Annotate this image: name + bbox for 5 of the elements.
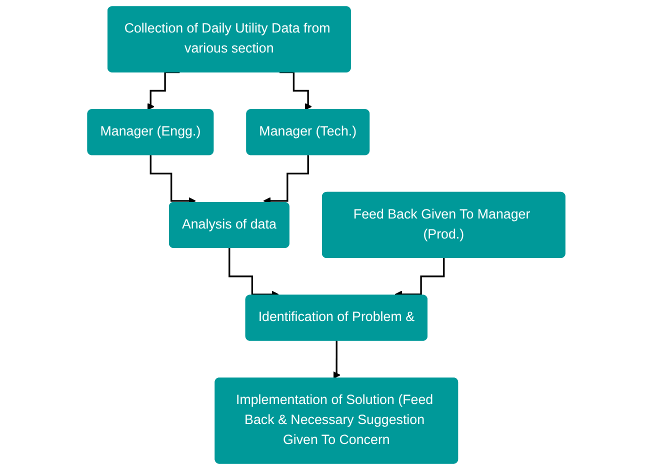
arrow (263, 154, 310, 205)
arrow (280, 72, 312, 110)
arrow (150, 154, 196, 205)
arrow (333, 340, 341, 379)
arrow (147, 72, 180, 110)
